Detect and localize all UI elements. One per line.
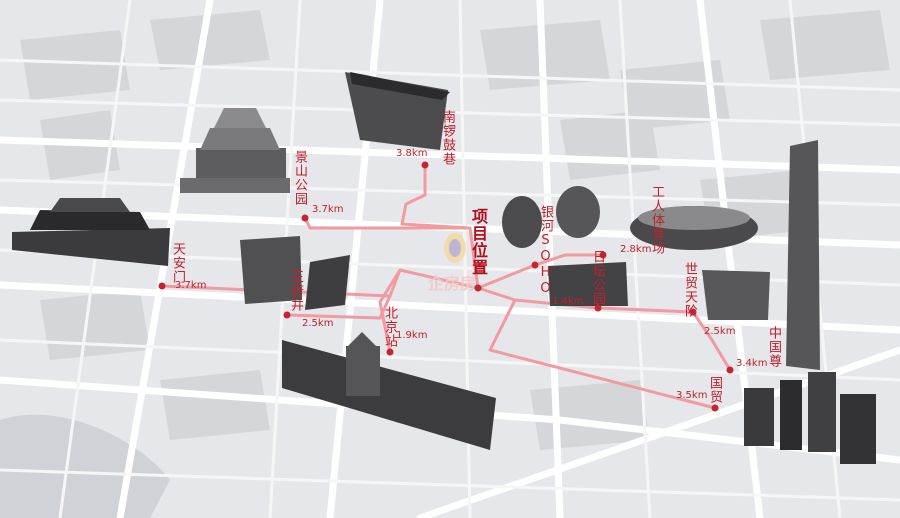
label-nanluoguxiang: 南锣鼓巷 (440, 110, 455, 166)
label-beijingzhan: 北京站 (382, 306, 397, 348)
distance-ritan: 1.4km (552, 296, 584, 307)
label-gongti: 工人体育场 (649, 185, 664, 255)
route-guomao (488, 299, 716, 410)
dot-jingshan (301, 214, 309, 222)
label-jingshan: 景山公园 (292, 150, 307, 206)
dot-gongti (599, 251, 607, 259)
location-dots (158, 161, 734, 412)
dot-nanluoguxiang (421, 161, 429, 169)
distance-nanluoguxiang: 3.8km (396, 148, 428, 159)
route-wangfujing (286, 295, 392, 320)
yinhesoho-image (502, 186, 600, 248)
label-shimao: 世贸天阶 (682, 262, 697, 318)
route-yinhesoho (477, 263, 536, 290)
label-zhongguozun: 中国尊 (766, 326, 781, 368)
route-jingshan (303, 217, 470, 230)
distance-zhongguozun: 3.4km (736, 358, 768, 369)
dot-guomao (711, 404, 719, 412)
ritan-image (548, 262, 628, 306)
dot-zhongguozun (726, 366, 734, 374)
distance-shimao: 2.5km (704, 326, 736, 337)
route-shimao (597, 306, 694, 314)
route-gongti (534, 253, 603, 267)
shimao-image (702, 270, 770, 320)
guomao-image (744, 372, 876, 464)
tiananmen-image (12, 198, 170, 266)
jingshan-image (180, 108, 290, 193)
route-nanluoguxiang (400, 165, 480, 289)
dot-ritan (594, 304, 602, 312)
distance-wangfujing: 2.5km (302, 318, 334, 329)
beijingzhan-image (282, 332, 496, 450)
landmark-images (12, 72, 876, 464)
label-tiananmen: 天安门 (170, 242, 185, 284)
nanluoguxiang-image (345, 72, 450, 150)
label-ritan: 日坛公园 (590, 250, 605, 306)
distance-guomao: 3.5km (676, 390, 708, 401)
watermark: 企房房 (428, 274, 477, 293)
dot-project (474, 284, 482, 292)
project-marker (444, 233, 466, 263)
dot-yinhesoho (531, 261, 539, 269)
dot-beijingzhan (386, 348, 394, 356)
zhongguozun-image (786, 140, 820, 370)
dot-shimao (689, 308, 697, 316)
gongti-image (630, 206, 758, 250)
label-wangfujing: 王府井 (288, 270, 303, 312)
distance-tiananmen: 3.7km (175, 280, 207, 291)
dot-tiananmen (158, 282, 166, 290)
label-guomao: 国贸 (707, 376, 722, 404)
label-yinhesoho: 银河SOHO (538, 205, 553, 297)
dot-wangfujing (283, 311, 291, 319)
wangfujing-image (240, 236, 350, 310)
project-label: 项目位置 (469, 208, 488, 276)
route-beijingzhan (378, 269, 402, 353)
distance-gongti: 2.8km (620, 244, 652, 255)
route-zhongguozun (691, 311, 732, 371)
distance-beijingzhan: 1.9km (396, 330, 428, 341)
distance-jingshan: 3.7km (312, 204, 344, 215)
